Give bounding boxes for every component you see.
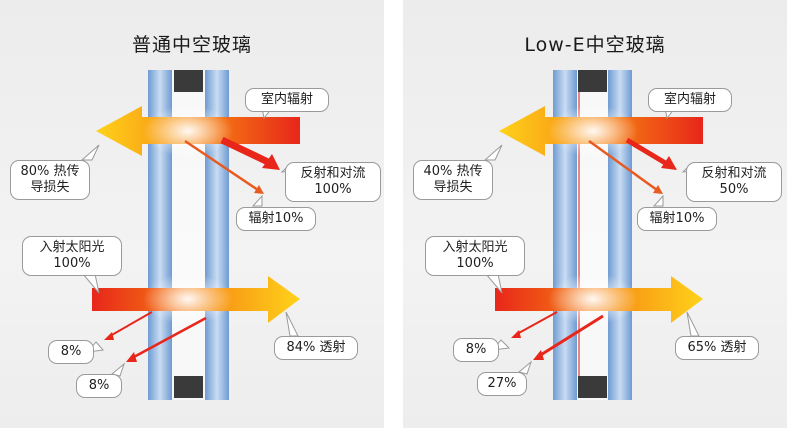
label-transmit: 84% 透射 [274, 336, 358, 360]
label-reflect-1: 8% [453, 338, 499, 362]
label-incident-sun: 入射太阳光 100% [22, 236, 122, 276]
panel-lowe-glass: Low-E中空玻璃 室内辐射 40% 热传 导损失 反射和对流 50% 辐射10… [403, 0, 787, 428]
label-reflect-convect: 反射和对流 100% [285, 162, 381, 202]
reflect-arrow-1 [109, 311, 153, 337]
bubble-tail-transmit [686, 311, 700, 337]
panel-title: Low-E中空玻璃 [524, 34, 666, 56]
top-spacer [174, 70, 203, 92]
heat-glow [548, 105, 638, 157]
bubble-tail-incident [81, 273, 100, 294]
label-reflect-2: 27% [477, 372, 527, 396]
radiation-arrow [588, 139, 658, 192]
sun-glow [548, 273, 638, 325]
reflect-arrow-1-head [511, 330, 521, 338]
radiation-arrow-head [653, 185, 663, 194]
radiation-arrow-head [254, 185, 264, 194]
reflect-convect-arrow-head [262, 154, 280, 170]
reflect-arrow-2-head [533, 350, 544, 360]
reflect-arrow-2 [538, 314, 604, 358]
ordinary-glass-diagram [80, 70, 300, 400]
label-radiation: 辐射10% [236, 207, 316, 231]
reflect-convect-arrow [625, 137, 669, 167]
label-indoor-radiation: 室内辐射 [648, 88, 732, 112]
sun-glow [143, 273, 233, 325]
reflect-arrow-2 [131, 316, 207, 360]
label-reflect-2: 8% [76, 374, 122, 398]
radiation-arrow [184, 139, 259, 192]
reflect-arrow-1-head [104, 332, 114, 340]
label-radiation: 辐射10% [637, 207, 717, 231]
reflect-convect-arrow-head [661, 156, 677, 170]
reflect-convect-arrow [220, 136, 270, 166]
bubble-tail-radiation [652, 194, 664, 207]
bubble-tail-heatloss [80, 144, 100, 161]
reflect-arrow-1 [516, 311, 558, 335]
heat-glow [143, 105, 233, 157]
label-transmit: 65% 透射 [675, 336, 759, 360]
bubble-tail-heatloss [483, 144, 503, 161]
bubble-tail-radiation [251, 194, 263, 207]
reflect-arrow-2-head [126, 352, 137, 362]
panel-ordinary-glass: 普通中空玻璃 室内辐射 80% 热传 导损失 反射和对流 100% 辐射10% … [0, 0, 384, 428]
panel-title: 普通中空玻璃 [131, 34, 252, 56]
top-spacer [578, 70, 607, 92]
bottom-spacer [578, 376, 607, 398]
label-heat-loss: 40% 热传 导损失 [413, 160, 493, 200]
bubble-tail-transmit [285, 311, 299, 337]
bottom-spacer [174, 376, 203, 398]
label-incident-sun: 入射太阳光 100% [425, 236, 525, 276]
label-reflect-convect: 反射和对流 50% [686, 162, 782, 202]
lowe-glass-diagram [483, 70, 703, 400]
label-reflect-1: 8% [48, 340, 94, 364]
bubble-tail-incident [484, 273, 503, 294]
label-heat-loss: 80% 热传 导损失 [10, 160, 90, 200]
label-indoor-radiation: 室内辐射 [245, 88, 329, 112]
